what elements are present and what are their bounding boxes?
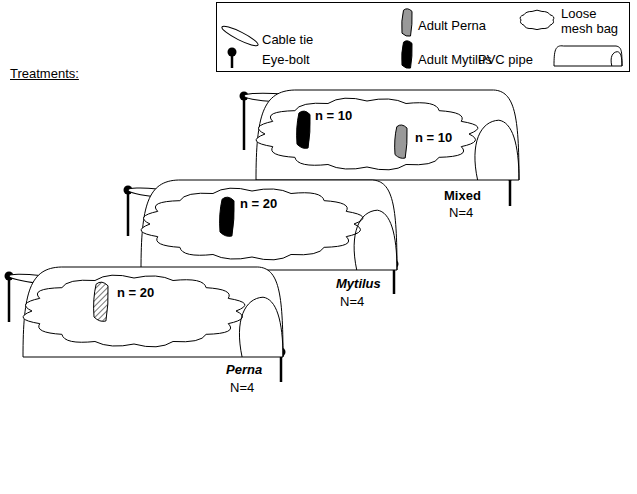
pipe-end bbox=[475, 120, 519, 180]
legend-label: Eye-bolt bbox=[262, 52, 352, 67]
treatment-label: Mytilus bbox=[336, 276, 381, 291]
pvc-pipe bbox=[554, 46, 622, 66]
eye-bolt-stem bbox=[243, 96, 246, 150]
pvc-pipe: n = 20 bbox=[140, 178, 398, 270]
count-label: n = 20 bbox=[117, 285, 154, 300]
eye-bolt bbox=[5, 272, 14, 281]
treatment-label: N=4 bbox=[449, 205, 473, 220]
legend-label: Loose mesh bag bbox=[561, 6, 625, 36]
pipe-end bbox=[239, 297, 283, 357]
mesh-bag bbox=[256, 98, 478, 170]
pipe-outline bbox=[141, 180, 397, 270]
eye-bolt bbox=[240, 92, 249, 101]
pipe-drawing bbox=[140, 178, 398, 271]
legend-box bbox=[217, 3, 630, 72]
pvc-pipe: n = 10 n = 10 bbox=[255, 88, 520, 180]
mesh-bag bbox=[141, 188, 363, 260]
legend-label: Cable tie bbox=[262, 32, 352, 47]
perna-shell bbox=[402, 9, 412, 36]
count-label: n = 10 bbox=[315, 108, 352, 123]
pipe-drawing bbox=[22, 265, 284, 358]
legend-label: Adult Perna bbox=[418, 18, 518, 33]
eye-bolt-stem bbox=[127, 190, 130, 236]
pipe-drawing bbox=[255, 88, 520, 181]
pvc-pipe-end bbox=[611, 52, 622, 66]
mytilus-shell bbox=[297, 111, 311, 148]
mytilus-shell bbox=[402, 41, 412, 68]
pipe-end bbox=[354, 210, 397, 270]
legend-label: PVC pipe bbox=[478, 52, 548, 67]
mesh-bag bbox=[23, 275, 245, 347]
pipe-outline bbox=[256, 90, 519, 180]
section-heading: Treatments: bbox=[10, 66, 79, 81]
mytilus-shell bbox=[220, 197, 235, 236]
treatment-label: N=4 bbox=[340, 294, 364, 309]
eye-bolt-stem bbox=[8, 276, 11, 322]
treatment-label: N=4 bbox=[230, 380, 254, 395]
perna-shell bbox=[395, 125, 407, 158]
eye-bolt bbox=[228, 48, 237, 57]
cable-tie bbox=[220, 23, 260, 48]
pipe-outline bbox=[23, 267, 283, 357]
treatment-label: Mixed bbox=[444, 188, 481, 203]
perna-shell bbox=[94, 282, 109, 321]
mesh-bag bbox=[520, 10, 554, 29]
treatment-label: Perna bbox=[226, 362, 262, 377]
count-label: n = 10 bbox=[415, 130, 452, 145]
pvc-pipe: n = 20 bbox=[22, 265, 284, 357]
count-label: n = 20 bbox=[240, 196, 277, 211]
eye-bolt bbox=[124, 186, 133, 195]
